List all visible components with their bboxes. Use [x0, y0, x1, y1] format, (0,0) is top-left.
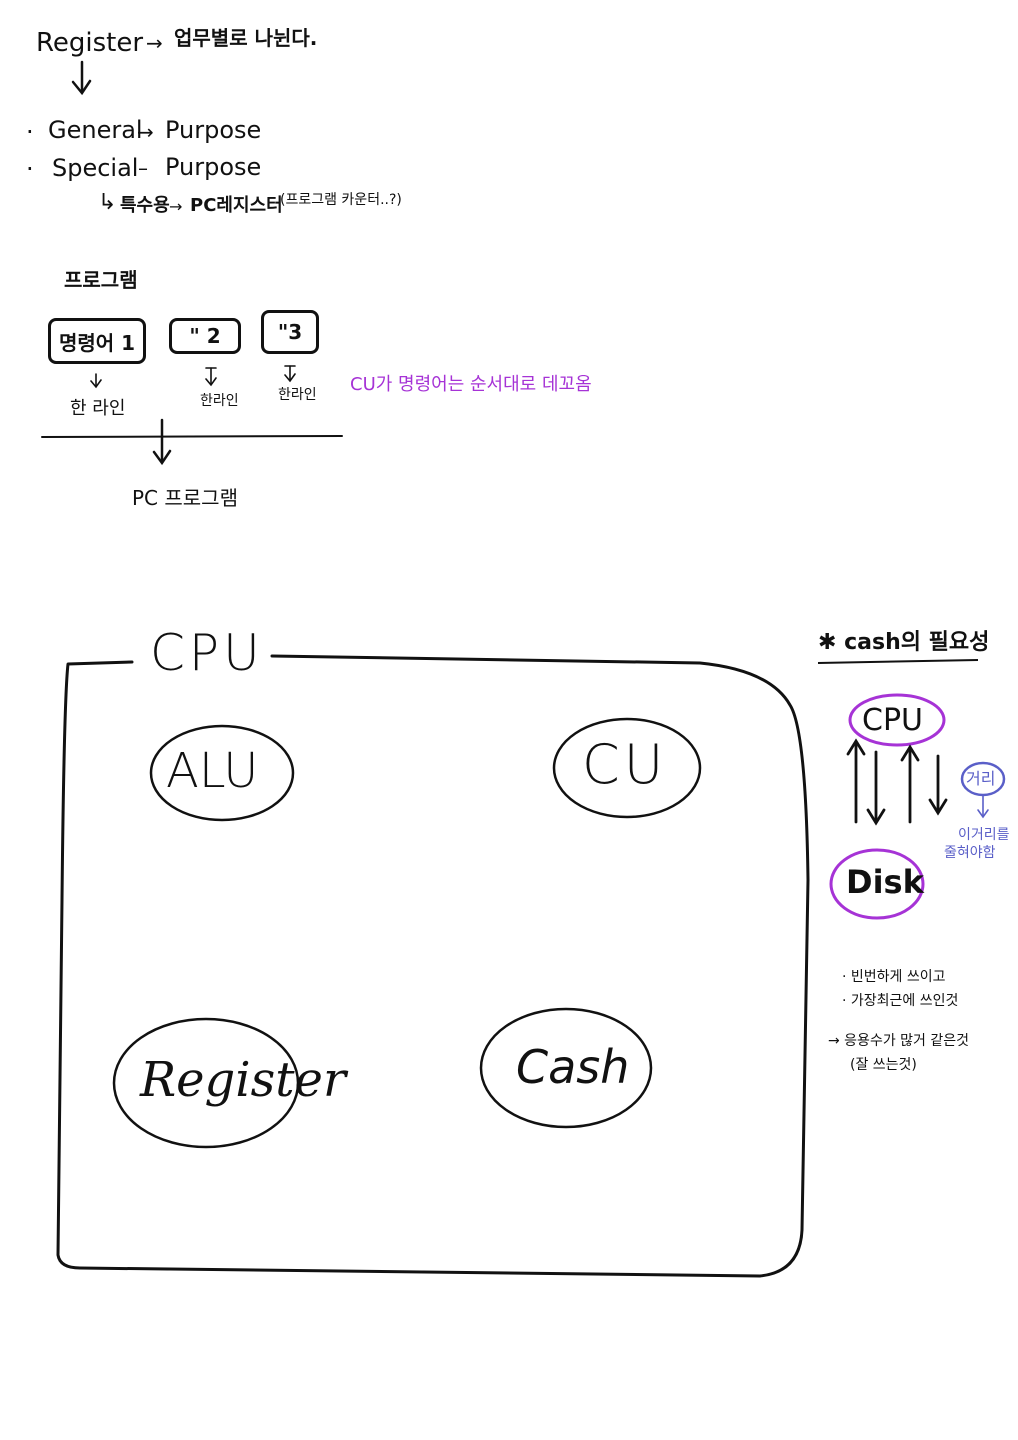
- cpu-container: [56, 654, 810, 1278]
- corner-arrow-icon: ↳: [98, 190, 117, 215]
- alu-label: ALU: [166, 743, 259, 799]
- cu-label: CU: [582, 733, 668, 796]
- cash-conclusion-1: → 응용수가 많거 같은것: [828, 1033, 970, 1049]
- distance-note-2: 줄혀야함: [944, 845, 996, 861]
- cpu-small-ellipse: [848, 693, 946, 747]
- cash-conclusion-2: (잘 쓰는것): [850, 1057, 917, 1073]
- general-purpose: Purpose: [165, 116, 262, 144]
- distance-circle: [960, 761, 1006, 797]
- distance-note-1: 이거리를: [958, 827, 1010, 843]
- cash-bullet-2: · 가장최근에 쓰인것: [842, 993, 959, 1009]
- register-label: Register: [140, 1052, 346, 1108]
- program-title: 프로그램: [64, 268, 138, 292]
- disk-label: Disk: [846, 863, 924, 901]
- cpu-small-label: CPU: [862, 703, 923, 738]
- special-note-label: 특수용: [120, 195, 170, 216]
- cash-bullet-1: · 빈번하게 쓰이고: [842, 969, 946, 985]
- program-divider: [41, 435, 343, 438]
- cash-need-title: ✱ cash의 필요성: [818, 630, 990, 655]
- header-arrow: →: [146, 31, 163, 55]
- cash-label: Cash: [516, 1040, 630, 1094]
- register-ellipse: [112, 1017, 300, 1149]
- special-note-arrow: →: [169, 197, 183, 216]
- cash-ellipse: [479, 1007, 653, 1129]
- line-label-3: 한라인: [278, 387, 317, 403]
- cpu-title: CPU: [150, 624, 264, 682]
- instruction-box-3: "3: [261, 310, 319, 354]
- special-dash: –: [138, 156, 148, 180]
- distance-label: 거리: [966, 769, 996, 788]
- distance-arrow: [977, 795, 989, 819]
- bullet: ·: [26, 155, 34, 183]
- special-purpose: Purpose: [165, 153, 262, 181]
- special-note-paren: (프로그램 카운터..?): [280, 192, 402, 208]
- line-arrows: [90, 365, 296, 389]
- disk-ellipse: [829, 848, 925, 920]
- instruction-box-1: 명령어 1: [48, 318, 146, 364]
- special-label: Special: [52, 154, 139, 182]
- bullet: ·: [26, 118, 34, 146]
- pc-down-arrow: [152, 418, 172, 466]
- cu-note: CU가 명령어는 순서대로 데꼬옴: [350, 374, 592, 395]
- general-label: General: [48, 116, 143, 144]
- special-note-target: PC레지스터: [190, 195, 283, 216]
- line-label-1: 한 라인: [70, 398, 126, 419]
- cu-ellipse: [552, 717, 702, 819]
- pc-label: PC 프로그램: [132, 486, 238, 510]
- register-down-arrow: [71, 60, 92, 96]
- cash-title-underline: [817, 659, 979, 664]
- alu-ellipse: [149, 724, 295, 822]
- general-arrow: →: [137, 120, 154, 144]
- transfer-arrows: [846, 738, 948, 826]
- register-heading: Register: [36, 28, 144, 58]
- line-label-2: 한라인: [200, 393, 239, 409]
- instruction-box-2: " 2: [169, 318, 241, 354]
- split-note: 업무별로 나뉜다.: [174, 26, 318, 50]
